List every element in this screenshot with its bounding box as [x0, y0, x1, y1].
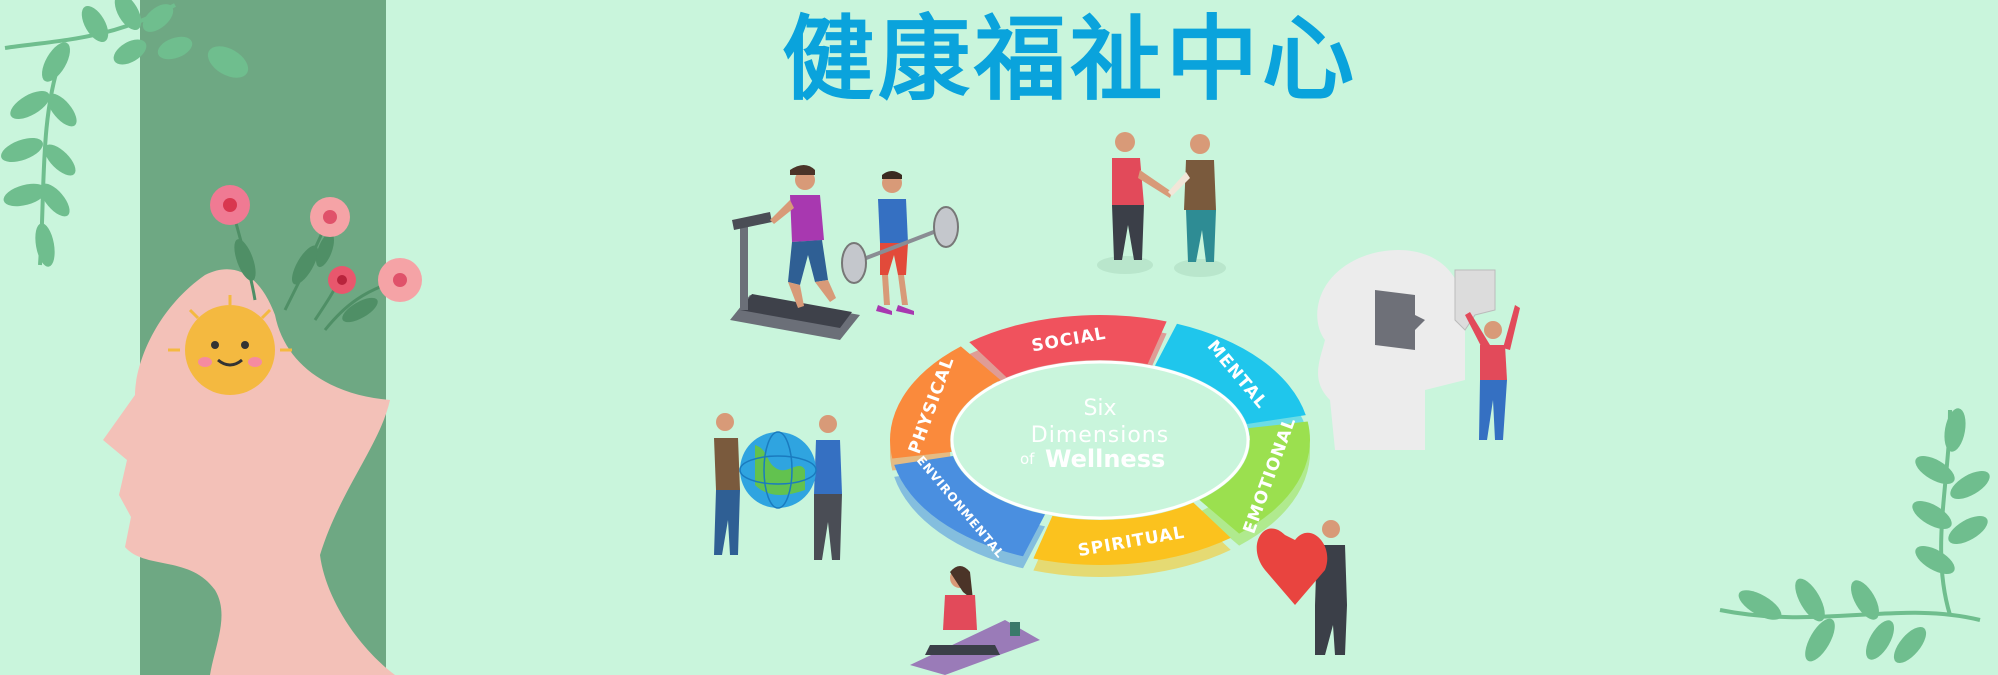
leaf-branch-icon	[1719, 408, 1990, 664]
wheel-center	[950, 360, 1250, 520]
treadmill-icon	[730, 165, 860, 340]
puzzle-head-icon	[1317, 249, 1520, 450]
wheel-segment-environmental	[894, 455, 1046, 557]
globe-icon	[714, 413, 842, 560]
wheel-segment-physical	[890, 346, 1001, 459]
flower-icon	[210, 185, 422, 331]
handshake-icon	[1097, 132, 1226, 277]
yoga-mat-icon	[910, 566, 1040, 675]
sun-face-icon	[168, 295, 292, 395]
wheel-segment-mental	[1154, 323, 1306, 425]
page-title: 健康福祉中心	[781, 5, 1358, 113]
wheel-center-line3: Wellness	[1045, 445, 1165, 473]
heart-icon	[1256, 520, 1347, 655]
wheel-center-of: of	[1020, 450, 1035, 468]
barbell-icon	[841, 171, 959, 315]
wheel-segment-social	[969, 315, 1167, 378]
wheel-segment-emotional	[1199, 421, 1310, 534]
head-silhouette	[103, 269, 395, 675]
leaf-branch-icon	[1, 0, 249, 267]
wheel-center-line1: Six	[1083, 396, 1116, 421]
wheel-segment-spiritual	[1033, 502, 1231, 565]
wheel-center-line2: Dimensions	[1031, 423, 1169, 448]
